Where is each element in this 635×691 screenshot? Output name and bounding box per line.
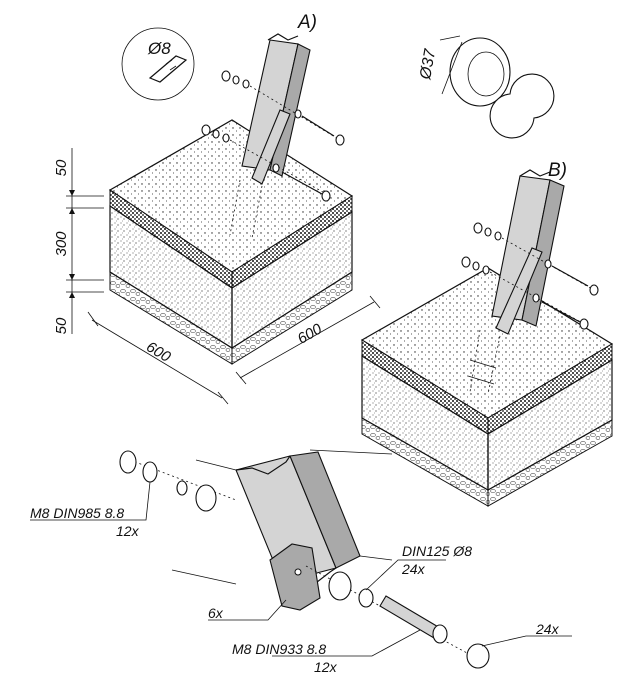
foundation-block-b [360,267,614,507]
width-left: 600 [143,338,174,366]
nut-qty: 12x [116,523,140,539]
variant-a-label: A) [297,12,317,33]
cap-diameter: Ø37 [417,47,439,82]
dim-bot: 50 [53,317,70,334]
bolt-spec: M8 DIN933 8.8 [232,641,326,657]
cap-qty: 24x [535,621,560,637]
exploded-detail [30,449,572,669]
bracket-qty: 6x [208,605,224,621]
washer-spec: DIN125 Ø8 [402,543,472,559]
foundation-block-a [108,119,354,365]
cap-detail: Ø37 [417,35,555,139]
fasteners-b [461,222,599,330]
dim-mid: 300 [53,231,70,257]
width-right: 600 [295,320,326,348]
height-dimensions: 50 300 50 [53,148,104,334]
bolt-qty: 12x [314,659,338,675]
drill-label: Ø8 [147,39,171,58]
post-b [467,169,565,395]
dim-top: 50 [53,159,70,176]
variant-b-label: B) [548,160,567,181]
washer-qty: 24x [401,561,426,577]
drill-detail: Ø8 [121,27,195,101]
nut-spec: M8 DIN985 8.8 [30,505,124,521]
fasteners-a [201,70,345,202]
